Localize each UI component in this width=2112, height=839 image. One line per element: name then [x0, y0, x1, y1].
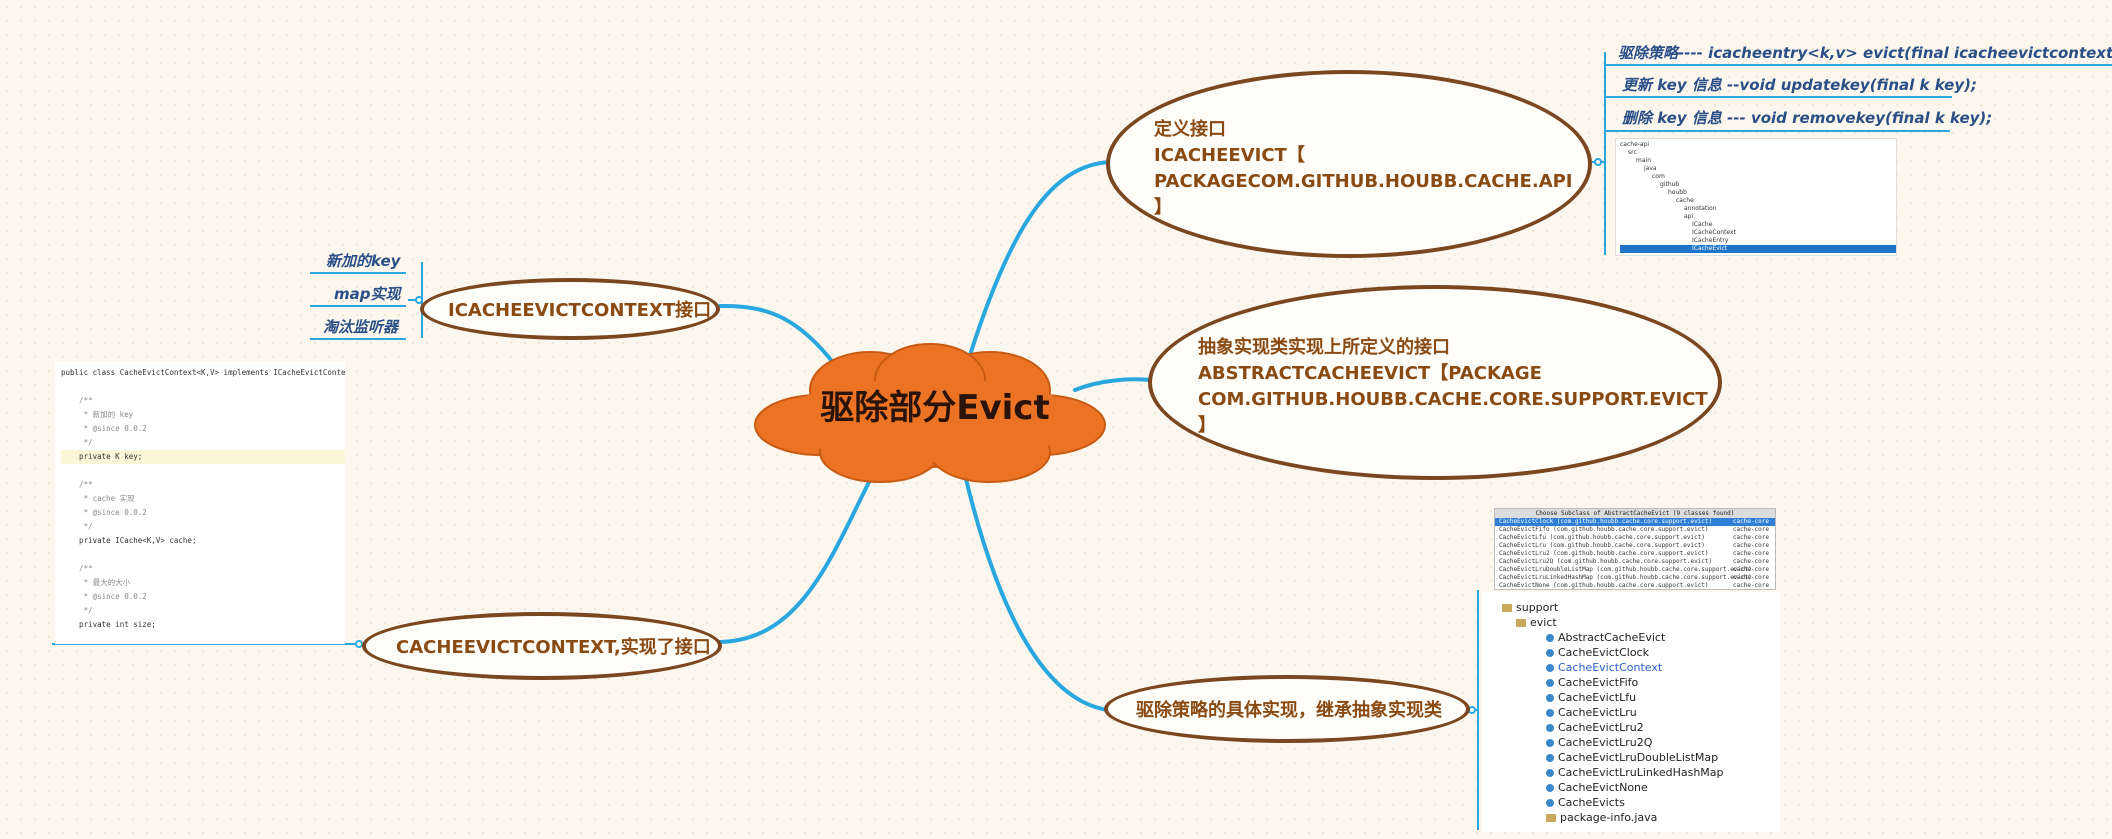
code-line: * @since 0.0.2 [61, 592, 147, 601]
package-tree-row: support [1502, 600, 1780, 615]
project-tree-row: src [1628, 149, 1637, 156]
code-line [61, 548, 345, 562]
project-tree-row: api [1684, 213, 1694, 220]
node-context-impl-label: CACHEEVICTCONTEXT,实现了接口 [396, 637, 711, 658]
subclass-row: CacheEvictFifo (com.github.houbb.cache.c… [1499, 526, 1769, 533]
project-tree-row: java [1644, 165, 1657, 172]
leaf-removekey-method[interactable]: 删除 key 信息 --- void removekey(final k key… [1622, 109, 1993, 127]
node-abstract-line: ABSTRACTCACHEEVICT【PACKAGE [1198, 363, 1542, 384]
package-tree-row: CacheEvictLfu [1502, 690, 1780, 705]
package-tree-row: CacheEvictLru2 [1502, 720, 1780, 735]
leaf-map-impl[interactable]: map实现 [334, 285, 401, 303]
context-connector-dot[interactable] [415, 296, 423, 304]
subclass-row: CacheEvictLruDoubleListMap (com.github.h… [1499, 566, 1769, 573]
node-interface-line: PACKAGECOM.GITHUB.HOUBB.CACHE.API [1154, 171, 1573, 192]
leaf-evict-method[interactable]: 驱除策略---- icacheentry<k,v> evict(final ic… [1618, 44, 2112, 62]
package-tree-row: package-info.java [1502, 810, 1780, 825]
package-tree-row: CacheEvictLru [1502, 705, 1780, 720]
subclass-row: CacheEvictLruLinkedHashMap (com.github.h… [1499, 574, 1769, 581]
project-tree-row: ICacheEntry [1692, 237, 1729, 244]
node-interface-line: 】 [1154, 197, 1172, 218]
code-line: * @since 0.0.2 [61, 424, 147, 433]
code-line: /** [61, 564, 93, 573]
node-abstract-line: 】 [1198, 415, 1216, 436]
link-context-interface [718, 303, 837, 367]
code-line: public class CacheEvictContext<K,V> impl… [61, 368, 345, 377]
code-line: private K key; [61, 450, 345, 464]
subclass-row: CacheEvictNone (com.github.houbb.cache.c… [1499, 582, 1769, 589]
node-abstract-line: 抽象实现类实现上所定义的接口 [1198, 337, 1450, 358]
code-line: * @since 0.0.2 [61, 508, 147, 517]
node-context-impl[interactable]: CACHEEVICTCONTEXT,实现了接口 [362, 612, 722, 680]
link-abstract [1073, 377, 1152, 392]
code-line: * cache 实现 [61, 494, 135, 503]
node-interface[interactable]: 定义接口 ICACHEEVICT【 PACKAGECOM.GITHUB.HOUB… [1106, 70, 1592, 258]
center-cloud [754, 343, 1106, 483]
code-line: /** [61, 396, 93, 405]
package-tree-row: CacheEvictFifo [1502, 675, 1780, 690]
project-tree-row: ICacheEvict [1620, 245, 1896, 253]
link-context-impl [718, 478, 872, 644]
package-tree-row: CacheEvictLruDoubleListMap [1502, 750, 1780, 765]
leaf-evict-listener[interactable]: 淘汰监听器 [323, 318, 399, 336]
center-topic[interactable]: 驱除部分Evict [820, 388, 1050, 428]
code-line: /** [61, 480, 93, 489]
node-abstract[interactable]: 抽象实现类实现上所定义的接口 ABSTRACTCACHEEVICT【PACKAG… [1148, 285, 1722, 480]
code-line [61, 380, 345, 394]
package-tree-row: AbstractCacheEvict [1502, 630, 1780, 645]
subclass-row: CacheEvictLfu (com.github.houbb.cache.co… [1499, 534, 1769, 541]
project-tree-row: annotation [1684, 205, 1717, 212]
subclass-chooser-image: Choose Subclass of AbstractCacheEvict (9… [1494, 508, 1776, 590]
package-tree-row: CacheEvicts [1502, 795, 1780, 810]
code-snippet-image: public class CacheEvictContext<K,V> impl… [55, 362, 345, 644]
subclass-row: CacheEvictLru (com.github.houbb.cache.co… [1499, 542, 1769, 549]
node-context-interface-label: ICACHEEVICTCONTEXT接口 [448, 300, 712, 321]
node-interface-line: ICACHEEVICT【 [1154, 145, 1305, 166]
project-tree-row: ICacheContext [1692, 229, 1736, 236]
subclass-row: CacheEvictClock (com.github.houbb.cache.… [1495, 518, 1775, 526]
package-tree-row: CacheEvictNone [1502, 780, 1780, 795]
code-line: private int size; [61, 620, 156, 629]
package-tree-row: CacheEvictLru2Q [1502, 735, 1780, 750]
code-line: * 新加的 key [61, 410, 134, 419]
link-interface [968, 160, 1112, 357]
project-tree-row: cache-api [1620, 141, 1650, 148]
code-line: private ICache<K,V> cache; [61, 536, 197, 545]
code-line [61, 632, 345, 644]
project-tree-row: main [1636, 157, 1651, 164]
link-strategy [963, 473, 1110, 712]
project-tree-row: ICache [1692, 221, 1713, 228]
subclass-chooser-title: Choose Subclass of AbstractCacheEvict (9… [1495, 509, 1775, 518]
leaf-new-key[interactable]: 新加的key [326, 252, 401, 270]
code-line: */ [61, 438, 93, 447]
code-line: * 最大的大小 [61, 578, 131, 587]
node-strategy-label: 驱除策略的具体实现，继承抽象实现类 [1136, 700, 1442, 721]
code-line: */ [61, 606, 93, 615]
leaf-updatekey-method[interactable]: 更新 key 信息 --void updatekey(final k key); [1622, 76, 1977, 94]
interface-connector-dot[interactable] [1594, 158, 1602, 166]
project-tree-row: cache [1676, 197, 1694, 204]
package-tree-row: CacheEvictLruLinkedHashMap [1502, 765, 1780, 780]
node-context-interface[interactable]: ICACHEEVICTCONTEXT接口 [420, 278, 720, 340]
node-interface-line: 定义接口 [1154, 119, 1226, 140]
package-tree-row: CacheEvictContext [1502, 660, 1780, 675]
project-tree-row: com [1652, 173, 1665, 180]
subclass-row: CacheEvictLru2Q (com.github.houbb.cache.… [1499, 558, 1769, 565]
package-tree-row: CacheEvictClock [1502, 645, 1780, 660]
node-strategy[interactable]: 驱除策略的具体实现，继承抽象实现类 [1104, 675, 1470, 743]
project-tree-row: github [1660, 181, 1680, 188]
code-line [61, 464, 345, 478]
project-tree-row: houbb [1668, 189, 1687, 196]
package-tree-row: evict [1502, 615, 1780, 630]
code-line: */ [61, 522, 93, 531]
node-abstract-line: COM.GITHUB.HOUBB.CACHE.CORE.SUPPORT.EVIC… [1198, 389, 1708, 410]
subclass-row: CacheEvictLru2 (com.github.houbb.cache.c… [1499, 550, 1769, 557]
